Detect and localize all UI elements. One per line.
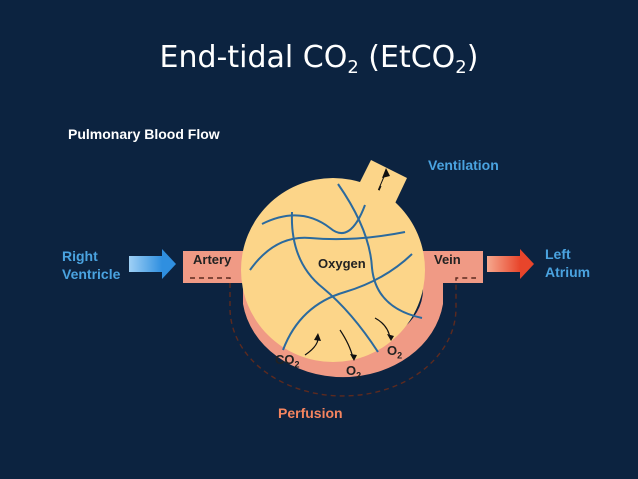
o2-right-sub: 2	[397, 350, 403, 361]
co2-label-sub: 2	[294, 359, 300, 370]
right-ventricle-arrow	[129, 249, 176, 279]
co2-label-main: CO	[275, 352, 295, 367]
alveolus-sphere	[241, 178, 425, 362]
o2-center-main: O	[346, 363, 357, 378]
perfusion-label: Perfusion	[278, 405, 343, 421]
title-part-mid: (EtCO	[358, 40, 456, 75]
oxygen-label: Oxygen	[318, 256, 366, 271]
o2-center-sub: 2	[356, 370, 362, 381]
vein-label: Vein	[434, 252, 461, 267]
artery-label: Artery	[193, 252, 232, 267]
slide-title: End-tidal CO2 (EtCO2)	[0, 40, 638, 78]
title-part-main: End-tidal CO	[159, 40, 348, 75]
title-subscript-1: 2	[347, 57, 359, 78]
title-part-end: )	[466, 40, 479, 75]
co2-label: CO2	[275, 352, 300, 370]
right-ventricle-label-line1: Right	[62, 248, 98, 264]
left-atrium-arrow	[487, 249, 534, 279]
vessel-wall-dashed-line	[190, 277, 476, 397]
o2-center-label: O2	[346, 363, 361, 381]
capillary-network	[249, 183, 423, 353]
subtitle: Pulmonary Blood Flow	[68, 126, 220, 142]
o2-right-main: O	[387, 343, 398, 358]
left-atrium-label-line2: Atrium	[545, 264, 591, 280]
left-atrium-label-line1: Left	[545, 246, 571, 262]
right-ventricle-label-line2: Ventricle	[62, 266, 121, 282]
ventilation-label: Ventilation	[428, 157, 499, 173]
arrow-heads	[314, 333, 394, 361]
title-subscript-2: 2	[455, 57, 467, 78]
o2-right-label: O2	[387, 343, 402, 361]
